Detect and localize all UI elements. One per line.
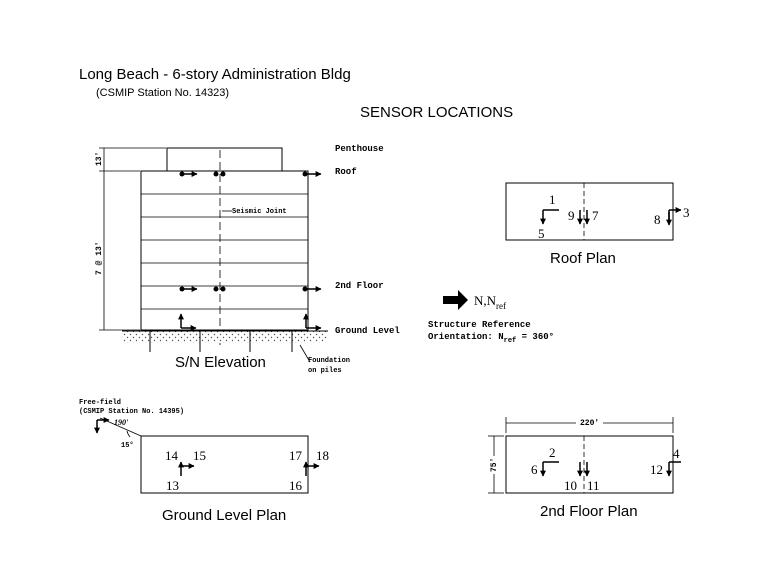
north-label: N,Nref xyxy=(474,293,506,311)
station-number: (CSMIP Station No. 14323) xyxy=(96,87,229,99)
roof-label: Roof xyxy=(335,167,357,177)
floor-sensor-label-12: 12 xyxy=(650,462,663,477)
second-floor-sensors xyxy=(540,461,681,477)
ground-soil xyxy=(122,331,327,343)
elevation-drawing: 13' 7 @ 13' Penthouse Roof xyxy=(95,144,400,375)
building-outline xyxy=(140,170,309,331)
width-dimension xyxy=(505,417,674,433)
dim-main-label: 7 @ 13' xyxy=(95,241,104,275)
roof-plan-outline xyxy=(505,182,674,241)
roof-plan-sensors xyxy=(540,207,682,226)
piles-label: on piles xyxy=(308,367,342,375)
ground-sensor-label-16: 16 xyxy=(289,478,303,493)
orientation-line1: Structure Reference xyxy=(428,320,531,330)
ground-plan-caption: Ground Level Plan xyxy=(162,507,286,524)
ground-sensor-label-15: 15 xyxy=(193,448,206,463)
ground-level-label: Ground Level xyxy=(335,326,400,336)
free-field-angle-arc xyxy=(126,430,131,438)
free-field-station: (CSMIP Station No. 14395) xyxy=(79,408,184,416)
roof-sensor-label-9: 9 xyxy=(568,208,575,223)
roof-plan: 1 5 9 7 8 3 Roof Plan xyxy=(505,182,690,267)
floor-sensor-label-10: 10 xyxy=(564,478,577,493)
orientation-line2: Orientation: Nref = 360° xyxy=(428,332,554,345)
free-field-angle: 15° xyxy=(121,441,134,450)
second-floor-caption: 2nd Floor Plan xyxy=(540,503,638,520)
depth-dimension xyxy=(488,435,504,494)
free-field-label: Free-field xyxy=(79,399,121,407)
penthouse-label: Penthouse xyxy=(335,144,384,154)
ground-sensor-label-13: 13 xyxy=(166,478,179,493)
second-floor-label: 2nd Floor xyxy=(335,281,384,291)
second-floor-outline xyxy=(505,435,674,494)
north-arrow-icon xyxy=(443,290,468,310)
foundation-piles xyxy=(149,331,293,352)
foundation-label: Foundation xyxy=(308,357,350,365)
section-title: SENSOR LOCATIONS xyxy=(360,104,513,121)
width-dim-label: 220' xyxy=(580,419,599,428)
seismic-joint-label: Seismic Joint xyxy=(232,208,287,216)
roof-sensor-label-8: 8 xyxy=(654,212,661,227)
elevation-caption: S/N Elevation xyxy=(175,354,266,371)
ground-sensor-label-14: 14 xyxy=(165,448,179,463)
ground-level-plan: Free-field (CSMIP Station No. 14395) 190… xyxy=(79,399,329,524)
height-dimension xyxy=(99,147,166,331)
free-field-distance-line xyxy=(99,417,142,437)
foundation-leader xyxy=(299,344,311,363)
depth-dim-label: 75' xyxy=(490,458,499,472)
ground-sensor-label-17: 17 xyxy=(289,448,303,463)
ground-sensor-label-18: 18 xyxy=(316,448,329,463)
second-floor-sensors-elevation xyxy=(179,286,322,292)
free-field-distance: 190' xyxy=(114,418,129,427)
floor-sensor-label-2: 2 xyxy=(549,445,556,460)
free-field-sensor xyxy=(94,417,110,434)
dim-top-label: 13' xyxy=(95,152,104,166)
roof-sensor-label-3: 3 xyxy=(683,205,690,220)
floor-sensor-label-4: 4 xyxy=(673,446,680,461)
roof-plan-caption: Roof Plan xyxy=(550,250,616,267)
roof-sensors-elevation xyxy=(179,171,322,177)
floor-sensor-label-11: 11 xyxy=(587,478,600,493)
floor-lines xyxy=(141,193,308,310)
page-title: Long Beach - 6-story Administration Bldg xyxy=(79,66,351,83)
roof-sensor-label-5: 5 xyxy=(538,226,545,241)
orientation-legend: N,Nref Structure Reference Orientation: … xyxy=(428,290,554,345)
ground-plan-sensors xyxy=(178,461,320,476)
ground-sensors-elevation xyxy=(178,313,322,331)
second-floor-plan: 220' 75' 2 6 10 11 12 4 2nd Floor Plan xyxy=(488,417,681,520)
roof-sensor-label-7: 7 xyxy=(592,208,599,223)
floor-sensor-label-6: 6 xyxy=(531,462,538,477)
penthouse-outline xyxy=(166,147,283,172)
roof-sensor-label-1: 1 xyxy=(549,192,556,207)
